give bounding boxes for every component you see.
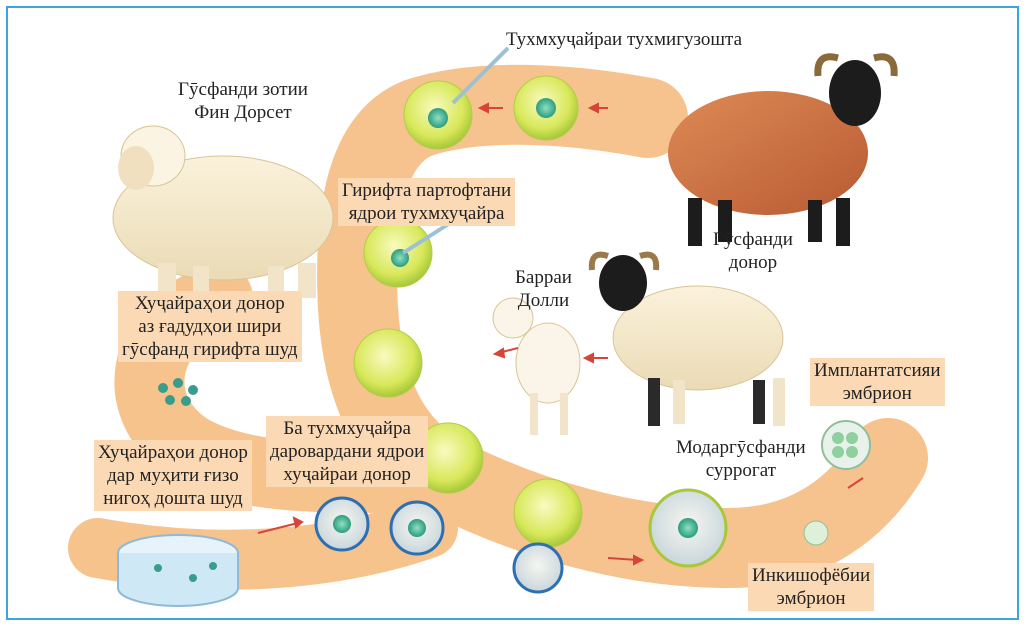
label-culture: Хуҷайраҳои донор дар муҳити ғизо нигоҳ д… bbox=[94, 440, 252, 511]
label-donor-cells-taken: Хуҷайраҳои донор аз ғадудҳои шири гӯсфан… bbox=[118, 291, 302, 362]
label-finn-dorset-line2: Фин Дорсет bbox=[178, 101, 308, 124]
label-nucleus-removed: Гирифта партофтани ядрои тухмхуҷайра bbox=[338, 178, 515, 226]
label-finn-dorset-line1: Гӯсфанди зотии bbox=[178, 78, 308, 101]
label-donor-cells-taken-line3: гӯсфанд гирифта шуд bbox=[122, 338, 298, 361]
label-dolly-line2: Долли bbox=[515, 289, 572, 312]
diagram-frame: Тухмхуҷайраи тухмигузошта Гӯсфанди зотии… bbox=[6, 6, 1019, 620]
label-nucleus-removed-line2: ядрои тухмхуҷайра bbox=[342, 202, 511, 225]
label-embryo-dev-line1: Инкишофёбии bbox=[752, 564, 870, 587]
label-culture-line2: дар муҳити ғизо bbox=[98, 464, 248, 487]
petri-dish bbox=[118, 535, 238, 606]
dolly-lamb bbox=[493, 298, 580, 435]
label-enucleated-egg: Тухмхуҷайраи тухмигузошта bbox=[506, 28, 742, 51]
finn-dorset-sheep bbox=[113, 126, 333, 298]
label-finn-dorset: Гӯсфанди зотии Фин Дорсет bbox=[178, 78, 308, 124]
label-implant-line1: Имплантатсияи bbox=[814, 359, 941, 382]
label-egg-plus-donor-line3: хуҷайраи донор bbox=[270, 463, 424, 486]
label-egg-plus-donor-line1: Ба тухмхуҷайра bbox=[270, 417, 424, 440]
label-implant: Имплантатсияи эмбрион bbox=[810, 358, 945, 406]
label-surrogate-line1: Модаргӯсфанди bbox=[676, 436, 806, 459]
label-dolly-line1: Барраи bbox=[515, 266, 572, 289]
label-donor-sheep-line1: Гӯсфанди bbox=[713, 228, 793, 251]
label-donor-cells-taken-line2: аз ғадудҳои шири bbox=[122, 315, 298, 338]
label-dolly: Барраи Долли bbox=[515, 266, 572, 312]
label-embryo-dev: Инкишофёбии эмбрион bbox=[748, 563, 874, 611]
label-culture-line1: Хуҷайраҳои донор bbox=[98, 441, 248, 464]
label-embryo-dev-line2: эмбрион bbox=[752, 587, 870, 610]
label-nucleus-removed-line1: Гирифта партофтани bbox=[342, 179, 511, 202]
donor-sheep bbox=[668, 57, 894, 246]
label-implant-line2: эмбрион bbox=[814, 382, 941, 405]
label-egg-plus-donor: Ба тухмхуҷайра даровардани ядрои хуҷайра… bbox=[266, 416, 428, 487]
label-surrogate: Модаргӯсфанди суррогат bbox=[676, 436, 806, 482]
label-egg-plus-donor-line2: даровардани ядрои bbox=[270, 440, 424, 463]
label-donor-cells-taken-line1: Хуҷайраҳои донор bbox=[122, 292, 298, 315]
label-culture-line3: нигоҳ дошта шуд bbox=[98, 487, 248, 510]
surrogate-mother-sheep bbox=[592, 255, 785, 426]
label-donor-sheep-line2: донор bbox=[713, 251, 793, 274]
label-donor-sheep: Гӯсфанди донор bbox=[713, 228, 793, 274]
label-surrogate-line2: суррогат bbox=[676, 459, 806, 482]
